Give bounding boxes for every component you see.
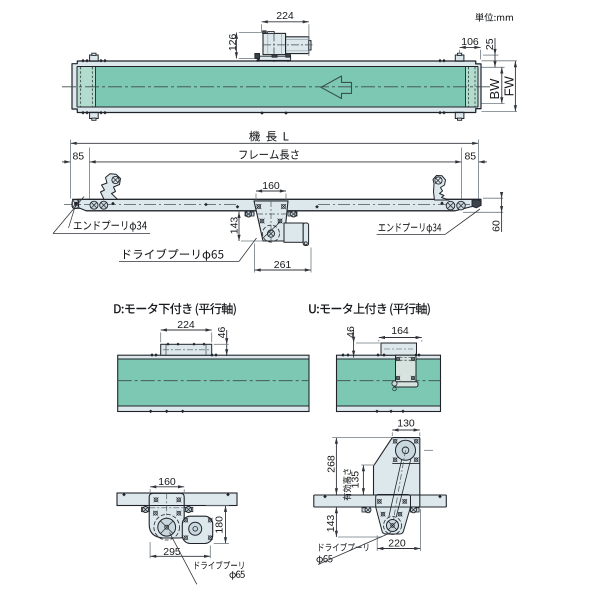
svg-text:BW: BW (487, 78, 502, 100)
svg-text:143: 143 (325, 515, 337, 533)
svg-text:224: 224 (276, 10, 294, 22)
svg-text:FW: FW (501, 75, 516, 96)
svg-text:85: 85 (464, 151, 476, 163)
svg-text:135: 135 (349, 471, 361, 489)
svg-text:85: 85 (72, 151, 84, 163)
svg-text:46: 46 (345, 326, 357, 338)
svg-text:160: 160 (158, 476, 176, 488)
svg-text:25: 25 (484, 38, 496, 50)
svg-text:295: 295 (163, 546, 181, 558)
svg-text:268: 268 (325, 455, 337, 473)
svg-text:106: 106 (461, 36, 479, 48)
svg-text:130: 130 (397, 418, 415, 430)
svg-text:180: 180 (213, 516, 225, 534)
svg-text:224: 224 (177, 319, 195, 331)
svg-text:220: 220 (388, 538, 406, 550)
svg-text:160: 160 (262, 180, 280, 192)
svg-text:60: 60 (490, 220, 502, 232)
svg-text:261: 261 (274, 259, 292, 271)
svg-text:126: 126 (227, 33, 239, 51)
svg-text:46: 46 (216, 327, 228, 339)
svg-text:143: 143 (228, 217, 240, 235)
svg-text:164: 164 (391, 325, 409, 337)
